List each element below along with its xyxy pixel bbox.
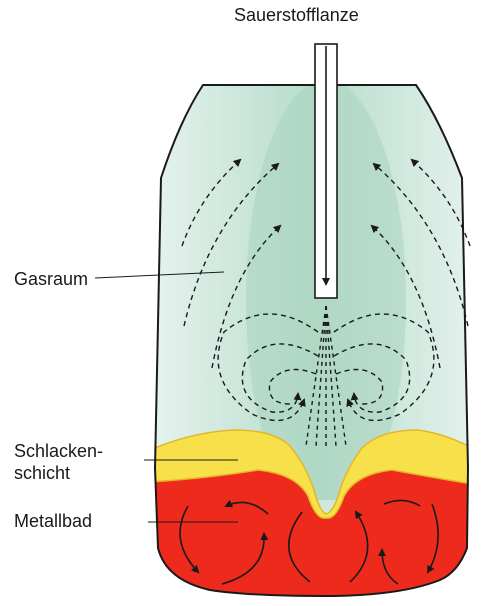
oxygen-lance <box>315 44 337 298</box>
slag-layer-label: Schlacken- schicht <box>14 440 103 484</box>
gas-space-label: Gasraum <box>14 268 88 290</box>
metal-bath-label: Metallbad <box>14 510 92 532</box>
lance-label: Sauerstofflanze <box>234 4 359 26</box>
slag-layer-label-line1: Schlacken- <box>14 440 103 462</box>
slag-layer-label-line2: schicht <box>14 462 103 484</box>
